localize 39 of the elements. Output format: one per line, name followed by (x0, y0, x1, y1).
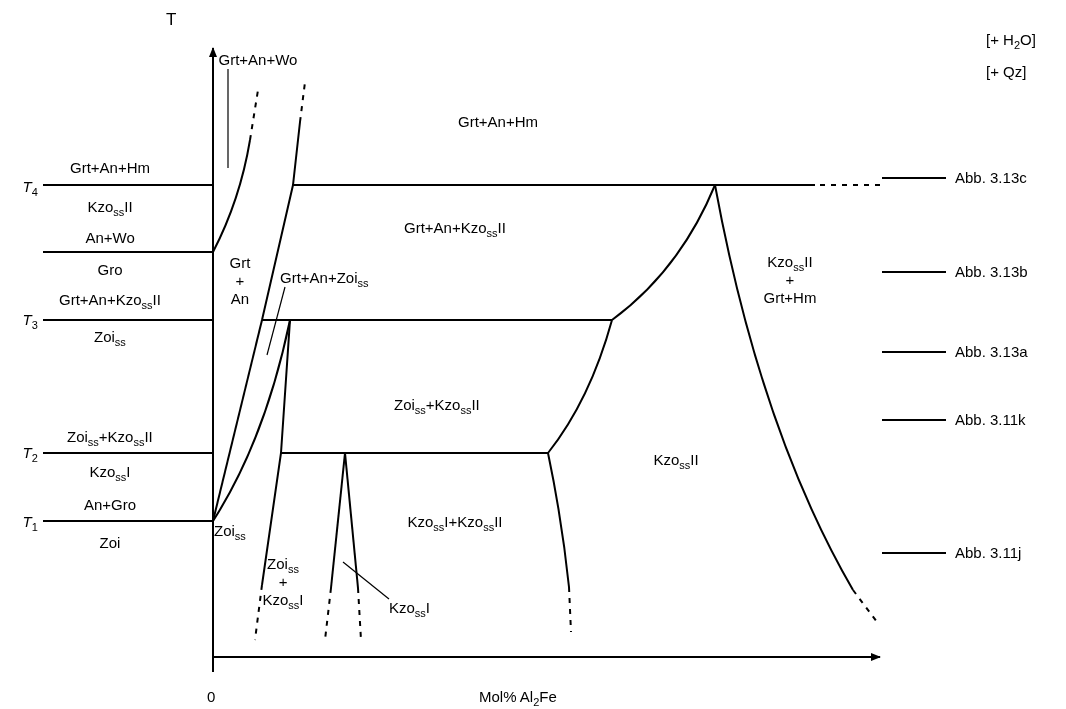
reference-label: [+ H$_{2}$O] (986, 31, 1036, 49)
diagram-label: Grt+An+Kzo$_{ss}$II (404, 219, 506, 237)
diagram-label: Grt+An+Kzo$_{ss}$II (59, 291, 161, 309)
diagram-label: 0 (207, 688, 216, 706)
diagram-label: Kzo$_{ss}$I (89, 463, 131, 481)
leader-line (266, 286, 286, 356)
diagram-label: T (166, 11, 177, 29)
phase-field-label: Zoi$_{ss}$ + Kzo$_{ss}$I (262, 555, 304, 609)
diagram-label: Zoi$_{ss}$ (214, 522, 246, 540)
leader-line (227, 68, 229, 169)
reference-label: Abb. 3.13b (955, 263, 1028, 281)
diagram-label: Zoi$_{ss}$+Kzo$_{ss}$II (394, 396, 480, 414)
callout-label: Grt+An+Zoi$_{ss}$ (280, 269, 369, 287)
diagram-label: Kzo$_{ss}$II (87, 198, 133, 216)
diagram-label: T$_{1}$ (22, 513, 38, 531)
diagram-label: Grt+An+Hm (70, 159, 151, 177)
phase-field-label: Grt + An (229, 254, 251, 308)
diagram-label: An+Gro (84, 496, 137, 514)
diagram-label: T$_{3}$ (22, 311, 38, 329)
callout-label: Kzo$_{ss}$I (389, 599, 431, 617)
reference-label: Abb. 3.13c (955, 169, 1027, 187)
diagram-label: Zoi$_{ss}$ (94, 328, 126, 346)
diagram-label: Gro (97, 261, 123, 279)
reference-label: Abb. 3.13a (955, 343, 1028, 361)
reference-label: Abb. 3.11j (955, 544, 1022, 562)
reference-label: [+ Qz] (986, 63, 1027, 81)
diagram-label: Mol% Al$_{2}$Fe (479, 688, 557, 706)
diagram-label: T$_{4}$ (22, 178, 38, 196)
diagram-label: An+Wo (85, 229, 135, 247)
callout-label: Grt+An+Wo (218, 51, 298, 69)
phase-field-label: Kzo$_{ss}$II + Grt+Hm (763, 253, 817, 307)
reference-label: Abb. 3.11k (955, 411, 1026, 429)
diagram-label: Zoi (99, 534, 121, 552)
diagram-label: Grt+An+Hm (458, 113, 539, 131)
diagram-label: Kzo$_{ss}$II (653, 451, 699, 469)
leader-line (342, 561, 390, 600)
diagram-label: Zoi$_{ss}$+Kzo$_{ss}$II (67, 428, 153, 446)
diagram-label: Kzo$_{ss}$I+Kzo$_{ss}$II (407, 513, 503, 531)
diagram-label: T$_{2}$ (22, 444, 38, 462)
